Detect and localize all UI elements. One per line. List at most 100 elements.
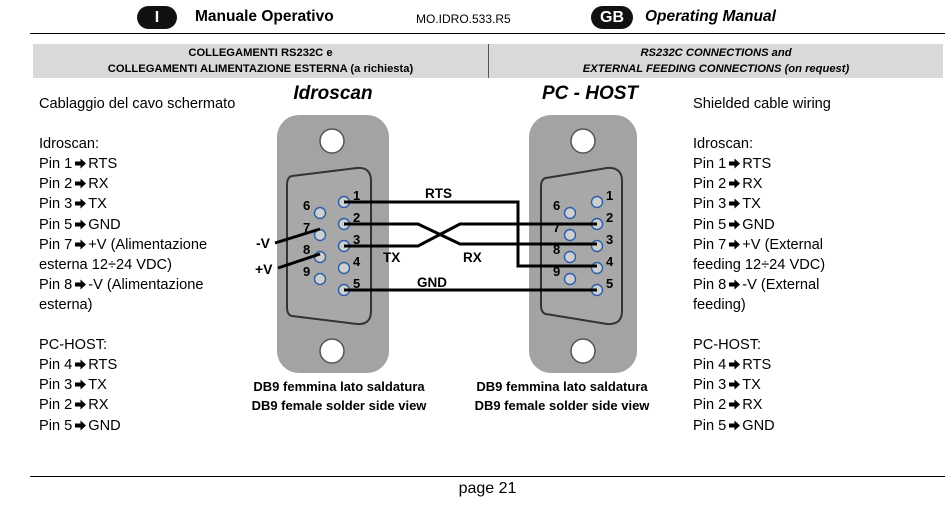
plus-v-label: +V: [255, 261, 273, 277]
pchost-caption-english: DB9 female solder side view: [475, 398, 651, 413]
right-arrow-icon: [729, 379, 741, 390]
pin-number-label: 7: [553, 220, 560, 235]
mounting-hole: [570, 128, 596, 154]
italian-pchost-heading: PC-HOST:: [39, 337, 108, 354]
pin-contact: [563, 228, 577, 242]
pin-number-label: 5: [353, 276, 360, 291]
idroscan-caption-italian: DB9 femmina lato saldatura: [253, 379, 425, 394]
banner-english-line-1: RS232C CONNECTIONS and: [640, 47, 792, 59]
pin-contact: [313, 206, 327, 220]
banner-italian-line-2: COLLEGAMENTI ALIMENTAZIONE ESTERNA (a ri…: [107, 63, 414, 75]
english-language-badge: GB: [591, 6, 633, 29]
pchost-caption-italian: DB9 femmina lato saldatura: [476, 379, 648, 394]
pin-number-label: 9: [303, 264, 310, 279]
connector-shell: [286, 166, 372, 326]
pin-number-label: 3: [606, 232, 613, 247]
mounting-hole: [319, 338, 345, 364]
plus-v-wire: [277, 252, 321, 270]
rts-label: RTS: [425, 186, 452, 201]
pin-number-label: 9: [553, 264, 560, 279]
pin-contact: [313, 250, 327, 264]
right-arrow-icon: [75, 198, 87, 209]
pin-number-label: 1: [353, 188, 360, 203]
list-item: Pin 7+V (External: [693, 236, 823, 253]
header-title-english: Operating Manual: [645, 8, 776, 25]
minus-v-label: -V: [256, 235, 271, 251]
english-idroscan-heading: Idroscan:: [693, 136, 754, 153]
pin-contact: [590, 261, 604, 275]
pchost-diagram-title: PC - HOST: [542, 83, 639, 104]
english-title: Shielded cable wiring: [693, 96, 831, 112]
pin-number-label: 5: [606, 276, 613, 291]
pin-contact: [563, 206, 577, 220]
rx-label: RX: [463, 250, 482, 265]
list-item-continuation: feeding 12÷24 VDC): [693, 256, 826, 273]
minus-v-wire: [274, 227, 321, 245]
section-banner: COLLEGAMENTI RS232C e COLLEGAMENTI ALIME…: [33, 44, 943, 78]
footer-rule: [30, 476, 945, 477]
list-item: Pin 7+V (Alimentazione: [39, 236, 208, 253]
list-item-continuation: esterna 12÷24 VDC): [39, 256, 172, 273]
pin-number-label: 7: [303, 220, 310, 235]
pin-number-label: 8: [303, 242, 310, 257]
right-arrow-icon: [729, 158, 741, 169]
pin-contact: [563, 250, 577, 264]
right-arrow-icon: [729, 239, 741, 250]
right-arrow-icon: [729, 279, 741, 290]
idroscan-caption-english: DB9 female solder side view: [252, 398, 428, 413]
banner-divider: [488, 44, 489, 78]
idroscan-diagram-title: Idroscan: [293, 83, 372, 104]
wiring: [274, 200, 597, 292]
list-item-continuation: feeding): [693, 296, 746, 313]
header-rule: [30, 33, 945, 34]
pin-contact: [590, 239, 604, 253]
banner-english: RS232C CONNECTIONS and EXTERNAL FEEDING …: [489, 44, 943, 79]
italian-wiring-text: Cablaggio del cavo schermato Idroscan: P…: [39, 94, 235, 436]
right-arrow-icon: [75, 359, 87, 370]
italian-idroscan-heading: Idroscan:: [39, 136, 100, 153]
list-item: Pin 8-V (Alimentazione: [39, 276, 204, 293]
pin-number-label: 4: [606, 254, 614, 269]
english-pchost-heading: PC-HOST:: [693, 337, 762, 354]
right-arrow-icon: [729, 420, 741, 430]
pin-number-label: 6: [303, 198, 310, 213]
italian-title: Cablaggio del cavo schermato: [39, 96, 236, 112]
document-code: MO.IDRO.533.R5: [416, 12, 511, 26]
right-arrow-icon: [75, 178, 87, 189]
pin-number-label: 2: [353, 210, 360, 225]
right-arrow-icon: [75, 279, 87, 290]
mounting-hole: [319, 128, 345, 154]
tx-wire: [344, 222, 597, 248]
right-arrow-icon: [75, 399, 87, 410]
pin-number-label: 6: [553, 198, 560, 213]
right-arrow-icon: [729, 399, 741, 410]
italian-language-badge: I: [137, 6, 177, 29]
pin-contact: [313, 272, 327, 286]
list-item: Pin 8-V (External: [693, 276, 820, 293]
pin-number-label: 2: [606, 210, 613, 225]
right-arrow-icon: [729, 359, 741, 370]
gnd-label: GND: [417, 275, 447, 290]
page-number: page 21: [458, 480, 517, 497]
pin-number-label: 3: [353, 232, 360, 247]
rts-wire: [344, 200, 597, 268]
right-arrow-icon: [729, 178, 741, 189]
